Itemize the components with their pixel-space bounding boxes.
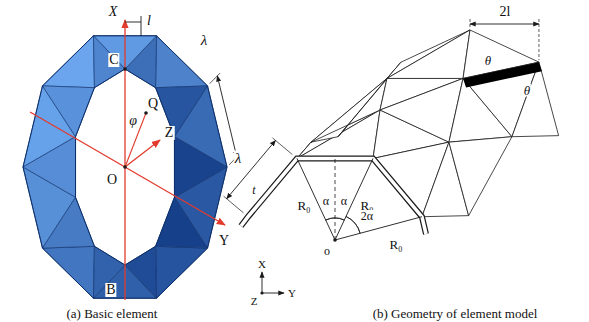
shell-mesh — [248, 30, 559, 217]
ring-facet — [42, 36, 94, 88]
extension-line — [538, 19, 539, 60]
ring-facet — [23, 137, 76, 198]
dimension-label: t — [251, 184, 256, 196]
point-c — [123, 67, 127, 71]
dimension-line — [217, 76, 236, 157]
dimension-label: λ — [234, 151, 243, 166]
ring-facet — [125, 246, 157, 298]
dimension-label: l — [146, 14, 152, 28]
angle-label: α — [340, 195, 348, 207]
point-label: Q — [147, 97, 159, 111]
symmetry-line — [335, 158, 336, 240]
extension-line — [470, 19, 471, 28]
y-axis — [262, 293, 284, 294]
x-axis — [262, 272, 263, 293]
axis-label: Z — [164, 126, 175, 140]
mesh-facet — [387, 30, 470, 78]
axis-label: Z — [250, 296, 259, 307]
axis-label: Y — [287, 288, 297, 299]
dimension-label: 2l — [499, 5, 512, 19]
dimension-line — [125, 22, 141, 23]
ring-facet — [174, 137, 227, 198]
mesh-facet — [311, 78, 387, 142]
mesh-facet — [311, 78, 387, 142]
radius-line — [125, 113, 146, 167]
x-axis — [124, 20, 125, 300]
point-label: o — [323, 245, 331, 257]
radius-label: R₀ — [296, 199, 311, 212]
axis-label: Y — [218, 234, 230, 248]
ring-facet — [42, 197, 94, 248]
ring-facet — [156, 246, 208, 298]
dimension-label: λ — [200, 33, 209, 48]
subfigure-caption: (a) Basic element — [66, 307, 159, 320]
dimension-tick — [141, 16, 142, 36]
radius-label: R₀ — [388, 238, 403, 251]
point-label: B — [105, 283, 116, 297]
mesh-facet — [387, 30, 470, 78]
axis-label: X — [257, 259, 267, 270]
point-label: O — [106, 173, 118, 187]
mesh-facet — [380, 78, 463, 142]
subfigure-caption: (b) Geometry of element model — [372, 307, 539, 320]
mesh-facet — [449, 137, 512, 216]
extension-line — [272, 138, 292, 155]
point-o — [123, 165, 127, 169]
radius-line — [297, 158, 335, 240]
z-axis-point — [260, 291, 263, 294]
ring-facet — [42, 246, 94, 298]
extension-line — [224, 196, 244, 213]
angle-arc — [346, 216, 360, 233]
y-axis — [30, 112, 225, 225]
axis-label: X — [108, 5, 119, 19]
angle-label: θ — [484, 54, 492, 67]
extension-line — [210, 73, 221, 84]
ring-facet — [42, 86, 94, 137]
angle-label: φ — [128, 114, 138, 128]
dimension-line — [227, 140, 276, 198]
angle-label: θ — [523, 84, 531, 97]
ring-facet — [93, 36, 125, 88]
ring-facet — [93, 246, 125, 298]
point-label: C — [108, 53, 119, 67]
ring-facet — [156, 197, 208, 248]
radius-line — [335, 217, 422, 240]
center-point — [333, 238, 337, 242]
point-q — [144, 111, 148, 115]
angle-label: 2α — [360, 210, 374, 222]
dimension-line — [470, 24, 539, 25]
angle-label: α — [322, 195, 330, 207]
angle-arc — [326, 218, 345, 220]
